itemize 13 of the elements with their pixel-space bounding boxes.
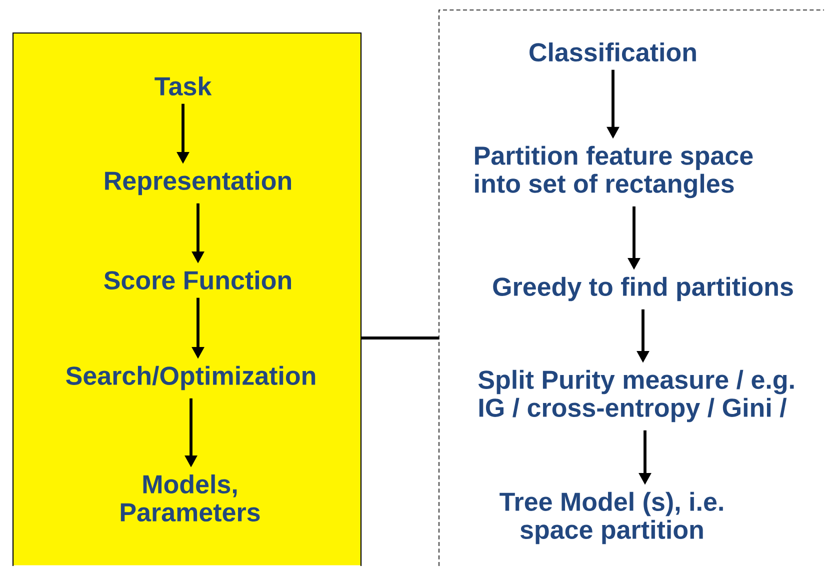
step-label: Representation bbox=[105, 170, 291, 196]
step-label: Classification bbox=[530, 42, 696, 62]
step-label: Tree Model (s), i.e. space partition bbox=[500, 492, 723, 544]
step-label: Partition feature space into set of rectangles bbox=[475, 146, 753, 198]
dashed-panel bbox=[438, 10, 824, 566]
connector-line bbox=[362, 336, 439, 340]
panel-box bbox=[12, 32, 362, 566]
step-label: Split Purity measure / e.g. IG / cross-entropy / Gini / bbox=[478, 370, 794, 422]
step-label: Greedy to find partitions bbox=[493, 276, 793, 302]
step-label: Score Function bbox=[104, 270, 291, 290]
step-label: Task bbox=[154, 76, 212, 96]
step-label: Search/Optimization bbox=[66, 366, 316, 390]
step-label: Models, Parameters bbox=[120, 474, 260, 522]
